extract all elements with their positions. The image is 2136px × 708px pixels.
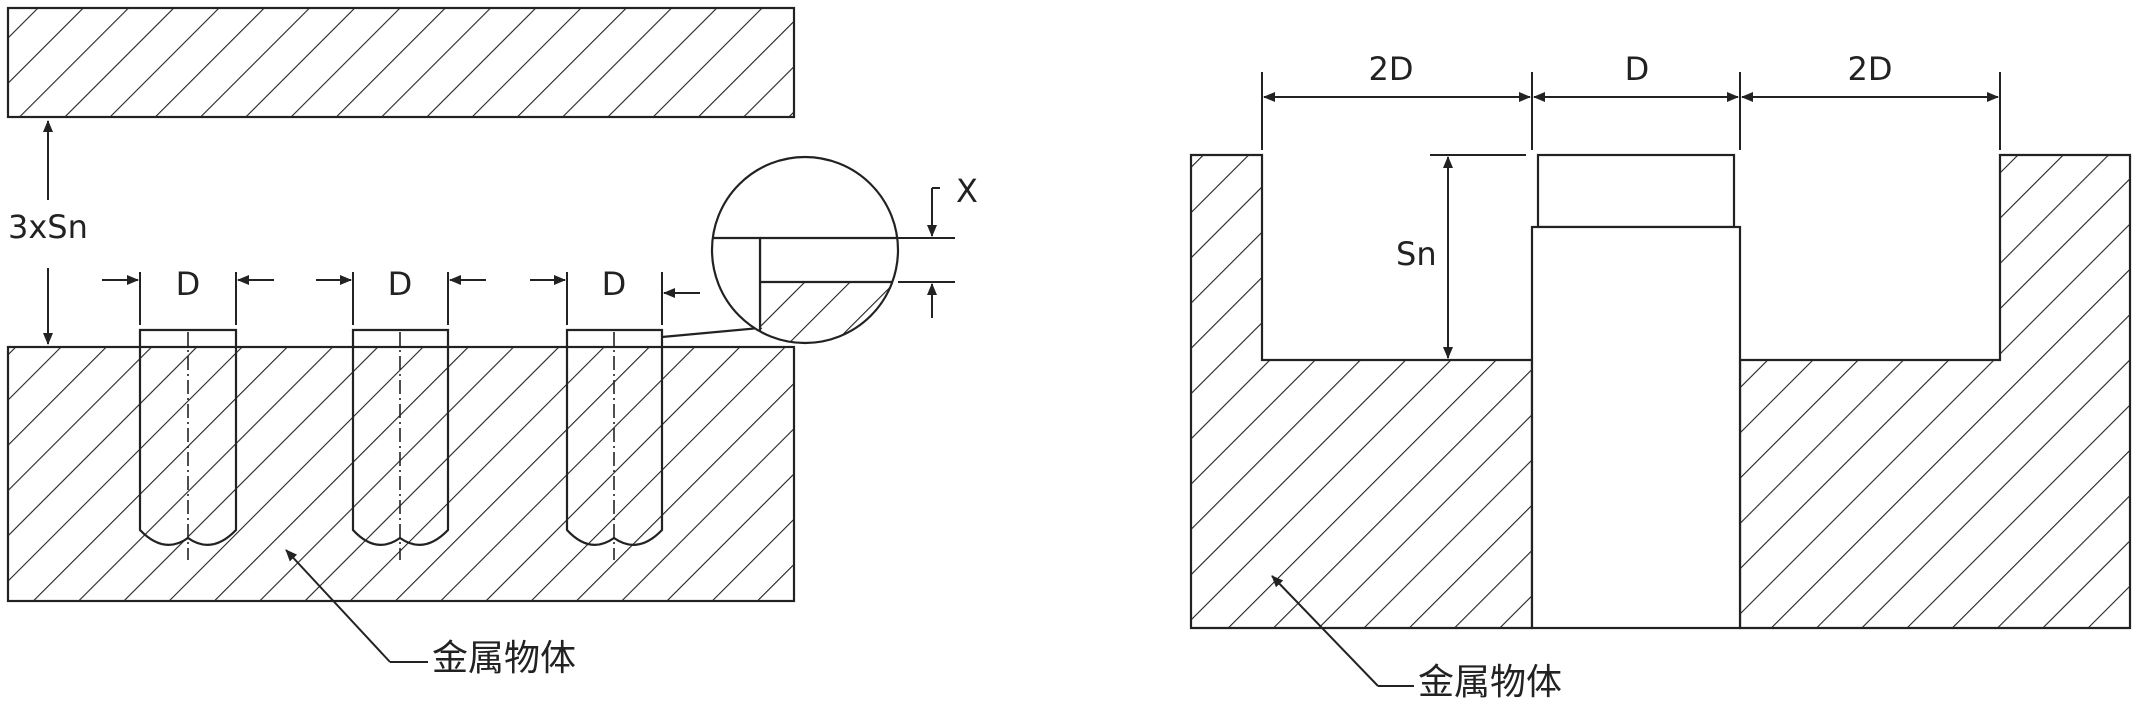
left-diagram: 3xSn D D D <box>6 6 978 679</box>
sensor-pin-1 <box>138 328 238 560</box>
material-label-right: 金属物体 <box>1418 662 1562 703</box>
pin-label-2: D <box>388 265 413 303</box>
pin-label-3: D <box>602 265 627 303</box>
width-label-left: 2D <box>1369 50 1414 88</box>
material-label: 金属物体 <box>432 638 576 679</box>
center-sensor <box>1530 153 1742 630</box>
material-leader-right <box>1271 575 1379 687</box>
height-label: Sn <box>1396 235 1437 273</box>
sensor-pin-2 <box>351 328 450 560</box>
pin-label-1: D <box>176 265 201 303</box>
target-plate <box>6 6 796 119</box>
distance-label: 3xSn <box>8 208 88 246</box>
material-leader <box>285 549 391 663</box>
detail-x-label: X <box>956 172 978 210</box>
sensor-pin-3 <box>565 328 664 560</box>
height-dimension <box>1430 154 1526 359</box>
width-label-right: 2D <box>1848 50 1893 88</box>
metal-block-left <box>1189 153 1534 630</box>
width-dimensions <box>1261 72 2001 150</box>
right-diagram: 2D D 2D Sn 金属物体 <box>1189 50 2132 703</box>
pin-width-dimensions <box>102 272 700 325</box>
width-label-center: D <box>1625 50 1650 88</box>
metal-block-right <box>1738 153 2132 630</box>
metal-base-block <box>6 345 796 603</box>
